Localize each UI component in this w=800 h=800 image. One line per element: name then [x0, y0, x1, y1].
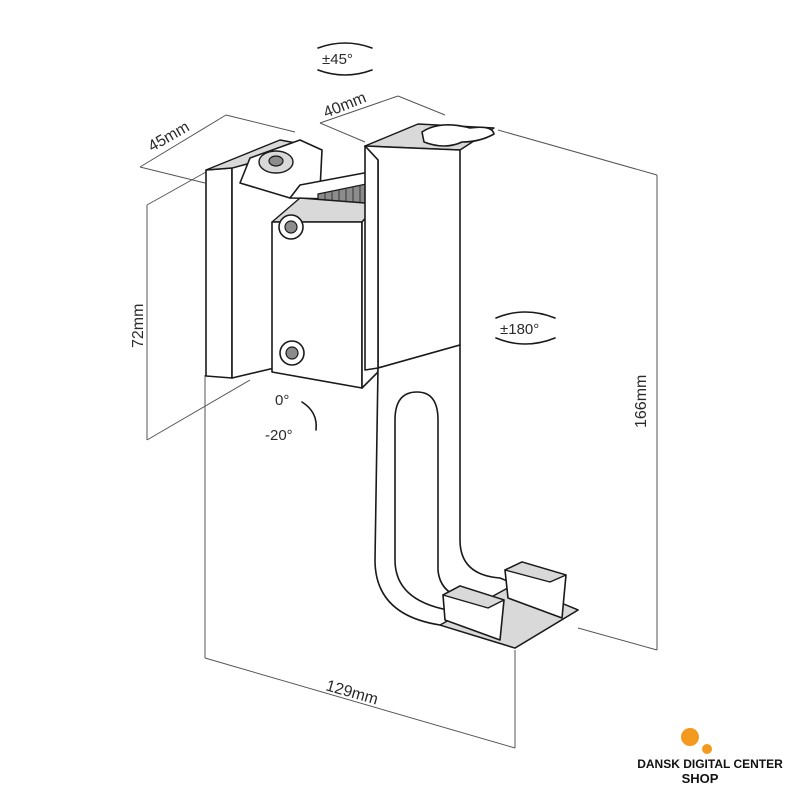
- brand-line2: SHOP: [682, 771, 719, 786]
- height-right-label: 166mm: [633, 375, 650, 428]
- swivel-hinge: [239, 139, 381, 213]
- tilt-top-label: 0°: [275, 392, 289, 409]
- bottom-length-label: 129mm: [324, 678, 380, 709]
- width-top-label: 40mm: [321, 89, 369, 121]
- brand-line1: DANSK DIGITAL CENTER: [637, 757, 783, 771]
- tilt-bottom-label: -20°: [265, 427, 293, 444]
- swivel-angle-label: ±45°: [322, 51, 353, 68]
- dimension-lines: [139, 95, 658, 749]
- base-pads: [442, 561, 567, 641]
- brand-logo: DANSK DIGITAL CENTER SHOP: [637, 728, 783, 786]
- logo-dot-large: [681, 728, 699, 746]
- rotate-angle-label: ±180°: [500, 321, 539, 338]
- rotation-arrows: [301, 42, 556, 431]
- height-left-label: 72mm: [130, 304, 147, 348]
- arm-head: [364, 123, 495, 371]
- tilt-clamp: [271, 197, 379, 389]
- logo-dot-small: [702, 744, 712, 754]
